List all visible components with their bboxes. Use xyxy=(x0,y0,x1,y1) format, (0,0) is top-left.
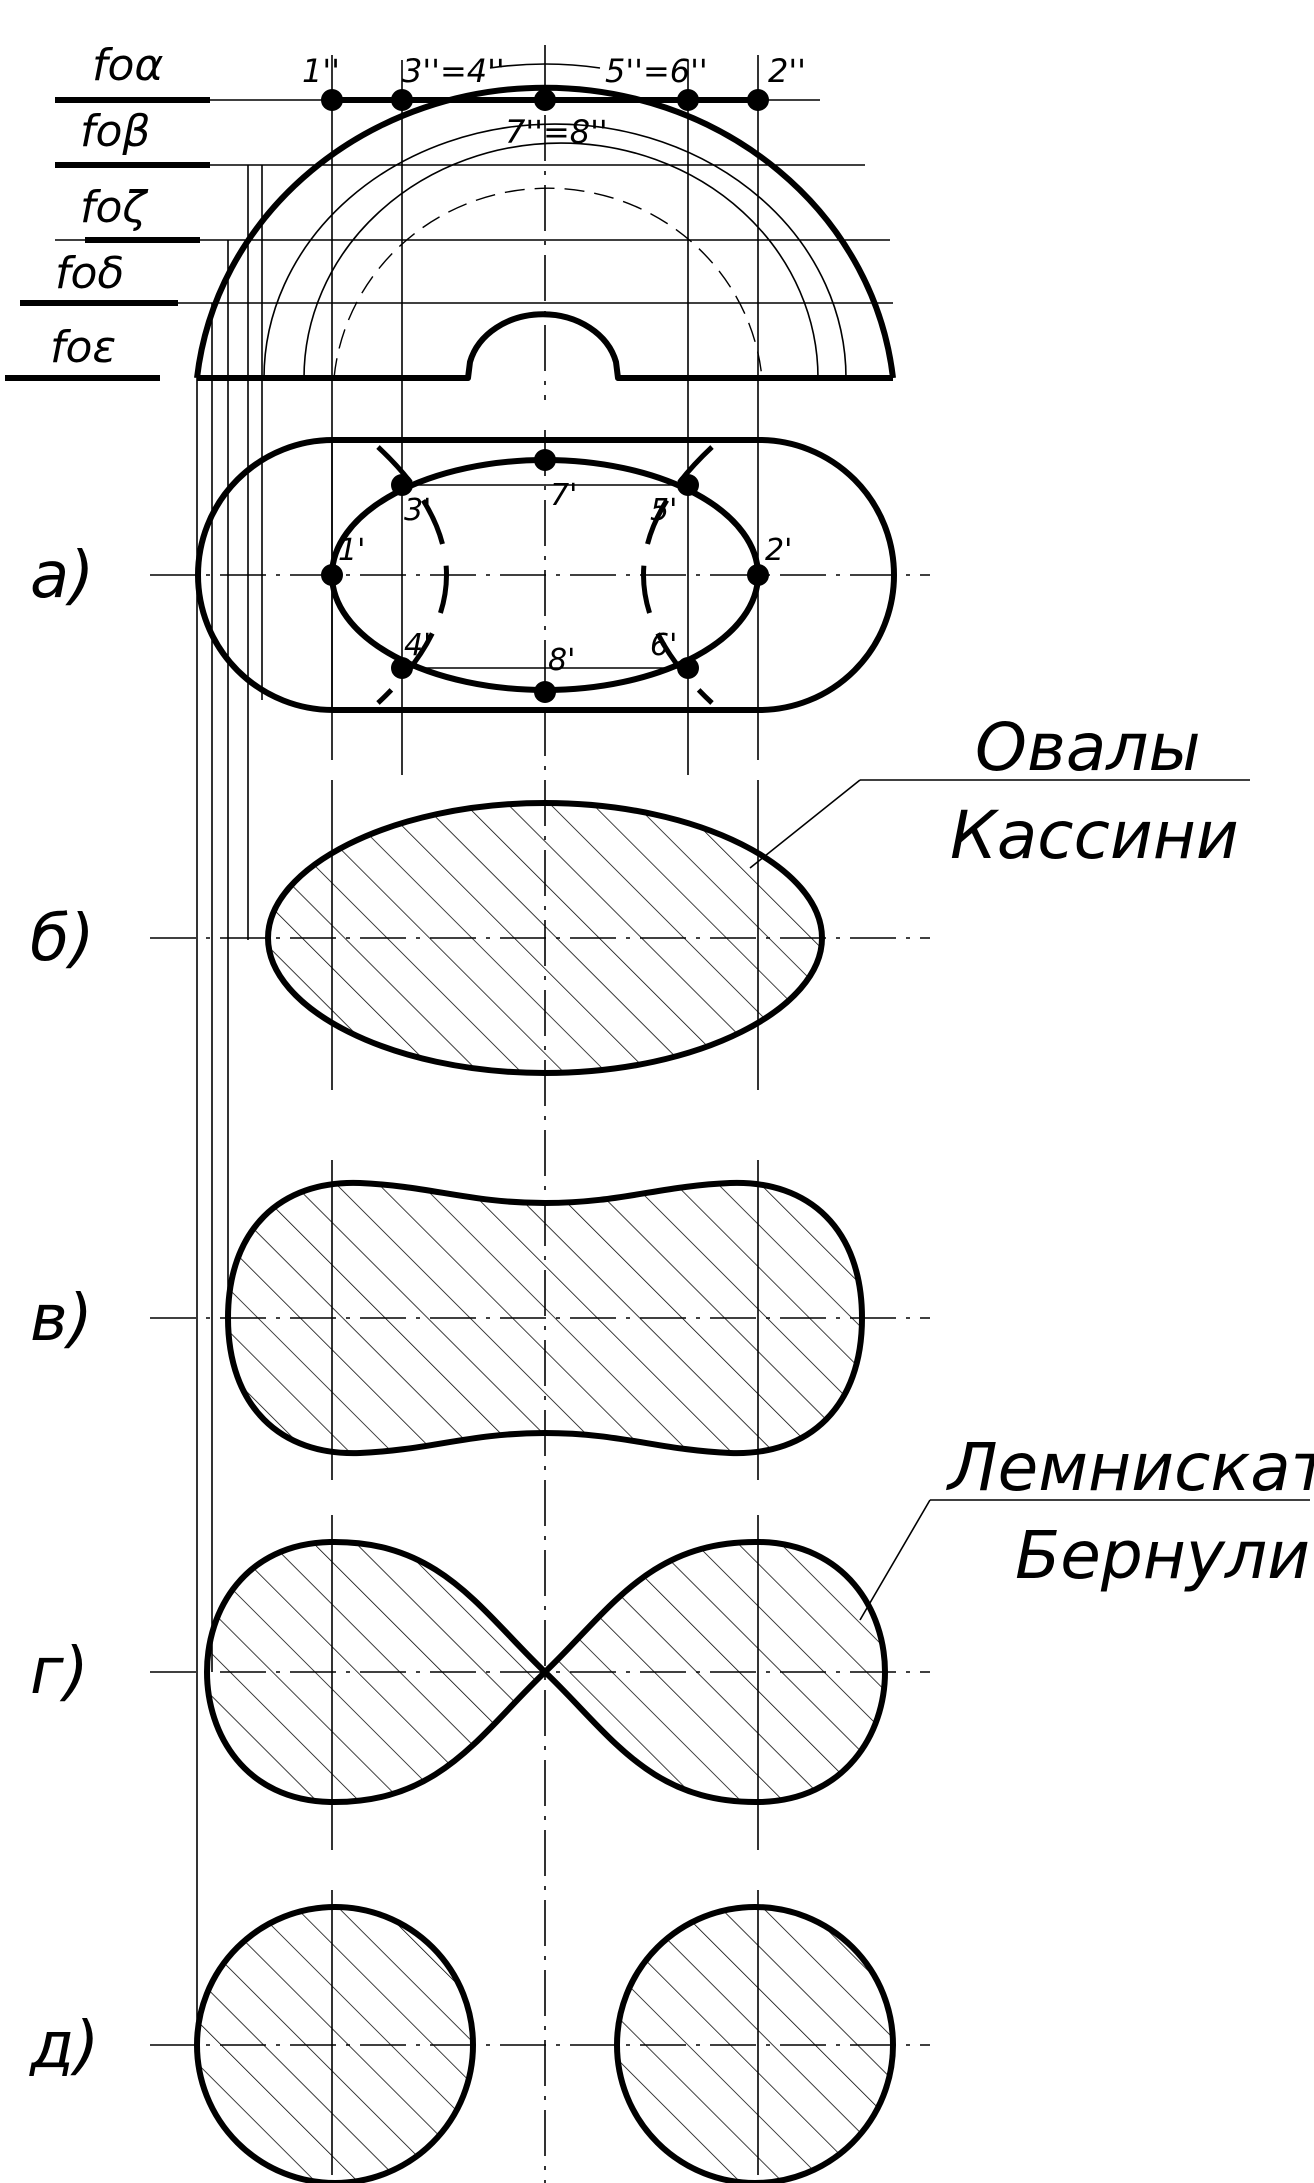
front-base-line xyxy=(197,311,893,381)
point-6p xyxy=(677,657,699,679)
point-8p xyxy=(534,681,556,703)
point-4p xyxy=(391,657,413,679)
section-label-g: г) xyxy=(30,1635,89,1709)
circle-right xyxy=(614,1904,896,2183)
label-3pp-4pp: 3''=4'' xyxy=(402,52,505,90)
front-arc-dashed xyxy=(333,187,763,379)
callout-cassini: Овалы Кассини xyxy=(749,709,1250,874)
section-b: б) xyxy=(30,800,930,1076)
section-label-a: а) xyxy=(30,539,94,613)
callout-lemniscate-line1: Лемниската xyxy=(946,1429,1314,1506)
plane-label-alpha: foα xyxy=(92,40,163,91)
plane-label-epsilon: foε xyxy=(50,322,116,373)
point-2p xyxy=(747,564,769,586)
label-6p: 6' xyxy=(650,628,677,663)
front-arc-2 xyxy=(303,142,819,379)
label-2p: 2' xyxy=(765,533,792,568)
callout-lemniscate-line2: Бернули xyxy=(1015,1517,1310,1594)
label-2pp: 2'' xyxy=(768,52,806,90)
label-8p: 8' xyxy=(548,643,575,678)
cassini-oval-shape xyxy=(265,800,825,1076)
section-a: а) 3' 7' 5' 1' 2' 4' 8' 6' xyxy=(30,437,930,713)
circle-left xyxy=(194,1904,476,2183)
peanut-shape xyxy=(225,1179,865,1457)
point-5p xyxy=(677,474,699,496)
point-3p xyxy=(391,474,413,496)
section-g: г) xyxy=(30,1538,930,1806)
section-label-d: д) xyxy=(29,2009,99,2083)
label-5pp-6pp: 5''=6'' xyxy=(605,52,708,90)
label-3p: 3' xyxy=(404,493,431,528)
plane-label-zeta: foζ xyxy=(80,182,148,233)
section-label-b: б) xyxy=(30,902,94,976)
callout-cassini-line1: Овалы xyxy=(975,709,1201,786)
label-7pp-8pp: 7''=8'' xyxy=(505,113,608,151)
projection-lines xyxy=(196,55,759,2183)
section-v: в) xyxy=(30,1179,930,1457)
callout-cassini-line2: Кассини xyxy=(950,797,1239,874)
section-d: д) xyxy=(29,1904,930,2183)
front-arc-1 xyxy=(263,123,847,379)
label-7p: 7' xyxy=(550,478,577,513)
top-view-outer-contour xyxy=(195,437,897,713)
callout-lemniscate: Лемниската Бернули xyxy=(859,1429,1314,1621)
point-7p xyxy=(534,449,556,471)
point-7pp xyxy=(534,89,556,111)
front-view: foα foβ foζ foδ foε 1'' 3''=4'' 5''=6'' … xyxy=(5,40,896,400)
plane-label-beta: foβ xyxy=(80,106,151,157)
label-4p: 4' xyxy=(404,628,431,663)
section-label-v: в) xyxy=(30,1282,93,1356)
label-5p: 5' xyxy=(650,493,677,528)
label-1p: 1' xyxy=(338,533,365,568)
lemniscate-shape xyxy=(204,1538,888,1806)
plane-label-delta: foδ xyxy=(55,248,124,299)
label-1pp: 1'' xyxy=(302,52,340,90)
point-1p xyxy=(321,564,343,586)
